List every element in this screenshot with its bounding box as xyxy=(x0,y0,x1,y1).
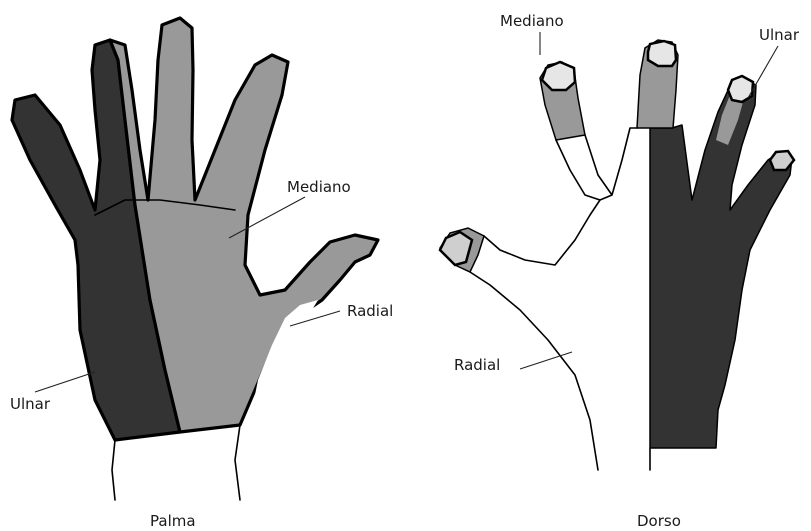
dorsum-thumb-nail xyxy=(440,232,472,265)
dorsum-middle-nail xyxy=(648,41,676,66)
palm-hand xyxy=(12,18,378,500)
palm-label-radial: Radial xyxy=(347,302,393,320)
dorsum-radial-outline xyxy=(470,128,650,470)
dorsum-hand xyxy=(440,40,794,470)
palm-ulnar-leader xyxy=(35,372,95,392)
dorsum-ring-nail xyxy=(728,76,753,102)
palm-caption: Palma xyxy=(150,512,196,530)
dorsum-ulnar-leader xyxy=(748,46,778,98)
palm-label-ulnar: Ulnar xyxy=(10,395,51,413)
dorsum-label-ulnar: Ulnar xyxy=(759,26,800,44)
dorsum-caption: Dorso xyxy=(637,512,681,530)
palm-wrist-right xyxy=(235,425,240,500)
dorsum-label-median: Mediano xyxy=(500,12,564,30)
dorsum-label-radial: Radial xyxy=(454,356,500,374)
palm-label-median: Mediano xyxy=(287,178,351,196)
palm-wrist-left xyxy=(112,440,115,500)
